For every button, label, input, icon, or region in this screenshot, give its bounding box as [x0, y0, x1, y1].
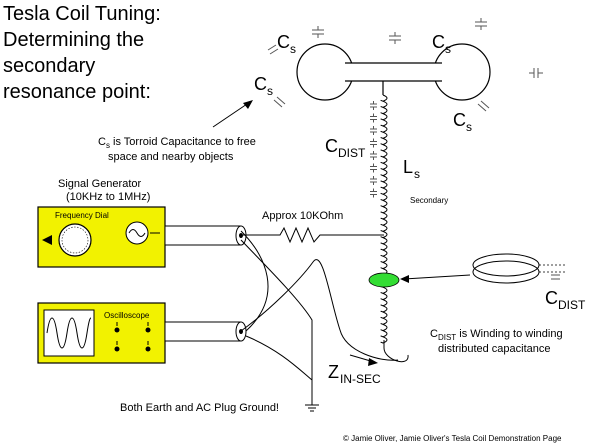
- cap-mark-7: [477, 100, 490, 112]
- toroid: [296, 43, 491, 101]
- cdist-label: C DIST: [325, 136, 366, 160]
- svg-text:C: C: [545, 288, 558, 308]
- svg-text:IN-SEC: IN-SEC: [340, 372, 381, 386]
- svg-text:Approx 10KOhm: Approx 10KOhm: [262, 210, 343, 222]
- svg-text:distributed capacitance: distributed capacitance: [438, 343, 551, 355]
- dial-pointer-icon: [42, 235, 52, 245]
- svg-text:s: s: [445, 42, 451, 56]
- cs-note: Cs is Torroid Capacitance to free space …: [98, 136, 256, 163]
- cs-label-top-right: C s: [432, 32, 451, 56]
- winding-cap-mark: [370, 163, 377, 173]
- title-line-1: Tesla Coil Tuning:: [3, 3, 161, 25]
- svg-text:s: s: [466, 120, 472, 134]
- winding-cap-mark: [370, 138, 377, 148]
- signal-generator: Signal Generator (10KHz to 1MHz) Frequen…: [37, 178, 166, 268]
- svg-text:CDIST is Winding to winding: CDIST is Winding to winding: [430, 328, 563, 342]
- probe-arrow: [400, 274, 471, 283]
- ground-note: Both Earth and AC Plug Ground!: [120, 402, 279, 414]
- svg-text:C: C: [277, 32, 290, 52]
- winding-cap-mark: [370, 151, 377, 160]
- winding-cap-mark: [370, 101, 377, 110]
- zin-label: Z IN-SEC: [328, 354, 381, 386]
- svg-text:DIST: DIST: [338, 146, 366, 160]
- svg-text:L: L: [403, 157, 413, 177]
- scope-waveform-icon: [46, 317, 92, 349]
- svg-text:Frequency Dial: Frequency Dial: [55, 211, 109, 220]
- cdist-note: CDIST is Winding to winding distributed …: [430, 328, 563, 355]
- wiring: [240, 230, 409, 405]
- winding-cap-mark: [370, 176, 377, 185]
- probe-ring: [368, 272, 400, 288]
- scope-knobs: [114, 322, 151, 352]
- cap-mark-5: [529, 68, 543, 78]
- svg-text:C: C: [432, 32, 445, 52]
- frequency-dial: [58, 223, 92, 257]
- svg-text:s: s: [267, 84, 273, 98]
- svg-text:s: s: [414, 167, 420, 181]
- cap-mark-3: [389, 32, 401, 44]
- cs-label-left: C s: [254, 74, 273, 98]
- title-line-4: resonance point:: [3, 81, 151, 103]
- ls-label: L s Secondary: [403, 157, 448, 205]
- svg-text:Cs is Torroid Capacitance to f: Cs is Torroid Capacitance to free: [98, 136, 256, 150]
- diagram-title: Tesla Coil Tuning: Determining the secon…: [3, 3, 161, 103]
- cs-arrow: [212, 100, 253, 128]
- ground-icon: [305, 404, 319, 412]
- svg-text:space and nearby objects: space and nearby objects: [108, 151, 234, 163]
- svg-text:s: s: [290, 42, 296, 56]
- winding-cap-mark: [370, 126, 377, 135]
- svg-text:Secondary: Secondary: [410, 196, 448, 205]
- svg-text:Z: Z: [328, 362, 339, 382]
- coax-cables: [164, 225, 247, 342]
- svg-text:C: C: [325, 136, 338, 156]
- svg-text:(10KHz to 1MHz): (10KHz to 1MHz): [66, 191, 150, 203]
- winding-cap-mark: [370, 188, 377, 198]
- cap-mark-4: [475, 18, 487, 30]
- title-line-3: secondary: [3, 55, 95, 77]
- svg-text:C: C: [453, 110, 466, 130]
- svg-text:Oscilloscope: Oscilloscope: [104, 311, 150, 320]
- resistor: Approx 10KOhm: [243, 210, 384, 244]
- probe-coil: [472, 253, 565, 284]
- svg-text:DIST: DIST: [558, 298, 586, 312]
- coil-winding: [380, 94, 388, 344]
- cs-label-top-left: C s: [277, 32, 296, 56]
- copyright: © Jamie Oliver, Jamie Oliver's Tesla Coi…: [343, 434, 562, 443]
- cap-mark-2: [312, 26, 324, 38]
- cap-mark-1: [267, 44, 279, 55]
- oscilloscope: Oscilloscope: [37, 302, 166, 364]
- winding-cap-mark: [370, 113, 377, 123]
- svg-text:C: C: [254, 74, 267, 94]
- svg-text:Signal Generator: Signal Generator: [58, 178, 141, 190]
- secondary-coil: [380, 94, 388, 344]
- cdist-right-label: C DIST: [545, 288, 586, 312]
- stray-capacitance-marks: [267, 18, 543, 112]
- cs-label-bottom-right: C s: [453, 110, 472, 134]
- cap-mark-6: [273, 96, 286, 108]
- title-line-2: Determining the: [3, 29, 144, 51]
- winding-capacitance-marks: [370, 101, 377, 198]
